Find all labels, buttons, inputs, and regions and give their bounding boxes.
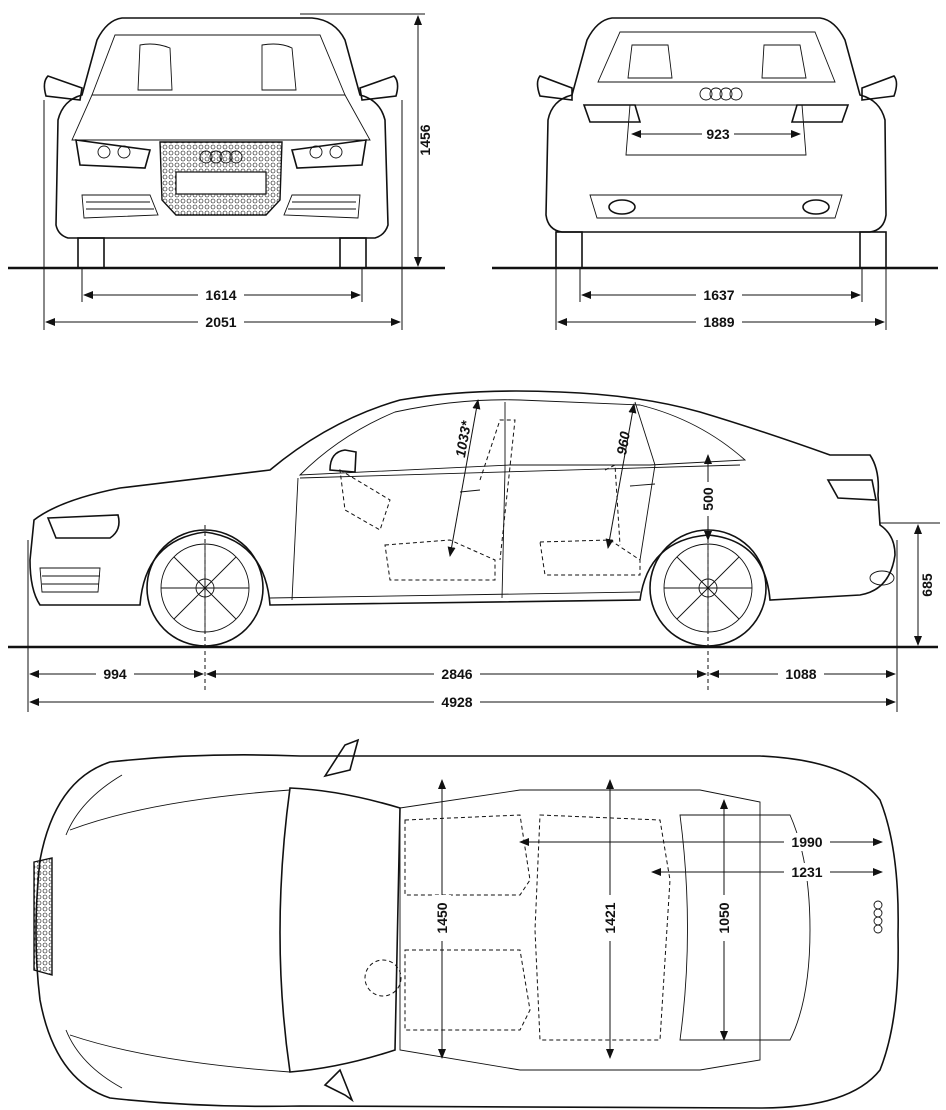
front-air-intakes <box>81 194 361 219</box>
rear-headrests <box>627 44 807 79</box>
front-windshield <box>91 34 346 96</box>
front-mirror-right <box>359 75 399 101</box>
front-headlight-right <box>290 139 367 169</box>
side-rear-headroom-label: 960 <box>613 430 633 456</box>
side-body-outline <box>29 390 896 606</box>
side-length-label: 4928 <box>441 694 472 710</box>
top-roof <box>399 789 761 1071</box>
front-view: 1456 1614 2051 <box>8 13 445 331</box>
side-rear-seat-height-label: 500 <box>700 487 716 511</box>
side-load-sill-height-label: 685 <box>919 573 935 597</box>
side-wheelbase-label: 2846 <box>441 666 472 682</box>
rear-wheel-left <box>555 231 583 269</box>
top-mirror-right <box>323 1068 354 1103</box>
side-front-seat <box>384 419 516 581</box>
top-windshield <box>279 787 401 1073</box>
front-license-plate <box>175 171 267 195</box>
top-front-seats <box>404 814 531 1031</box>
top-rear-length-label: 1231 <box>791 864 822 880</box>
side-view: 1033* 960 500 685 994 2846 1088 4928 <box>8 390 940 712</box>
top-body-outline <box>35 754 899 1109</box>
front-wheel-right <box>339 237 367 269</box>
top-front-length-label: 1990 <box>791 834 822 850</box>
rear-view: 923 1637 1889 <box>492 17 938 331</box>
side-front-overhang-label: 994 <box>103 666 127 682</box>
front-headlight-left <box>75 139 152 169</box>
top-view: 1450 1421 1050 1990 1231 <box>33 738 899 1109</box>
top-grille <box>33 857 53 976</box>
rear-logo-rings <box>699 87 743 101</box>
top-mirror-left <box>323 738 360 778</box>
rear-trunk-lid <box>625 104 807 156</box>
rear-mirror-left <box>536 75 573 101</box>
top-hood-lines <box>69 789 291 1073</box>
rear-width-label: 1889 <box>703 314 734 330</box>
front-track-label: 1614 <box>205 287 236 303</box>
top-rear-logo-rings <box>873 900 883 934</box>
front-seats <box>137 43 297 91</box>
top-rear-bench <box>534 814 671 1041</box>
rear-wheel-right <box>859 231 887 269</box>
side-front-intake <box>39 567 101 593</box>
rear-track-label: 1637 <box>703 287 734 303</box>
side-mirror <box>329 449 357 473</box>
front-body-outline <box>55 17 389 239</box>
side-steering-wheel <box>339 469 391 531</box>
rear-bootlid-width-label: 923 <box>706 126 730 142</box>
side-front-headroom-label: 1033* <box>452 419 474 458</box>
side-exhaust <box>869 570 895 586</box>
rear-tail-light-right <box>790 104 850 123</box>
front-mirror-left <box>43 75 83 101</box>
rear-tail-light-left <box>582 104 642 123</box>
front-hood <box>71 94 371 141</box>
top-headlight-outlines <box>65 774 123 1089</box>
rear-mirror-right <box>861 75 898 101</box>
front-height-label: 1456 <box>417 124 433 155</box>
side-rear-seat <box>539 464 641 576</box>
front-width-label: 2051 <box>205 314 236 330</box>
front-logo-rings <box>199 150 243 164</box>
rear-diffuser <box>589 194 843 219</box>
rear-exhaust-right <box>802 199 830 215</box>
rear-window <box>597 31 836 83</box>
front-wheel-left <box>77 237 105 269</box>
top-front-width-label: 1450 <box>434 902 450 933</box>
top-steering-wheel <box>364 959 402 997</box>
top-rear-width-label: 1421 <box>602 902 618 933</box>
side-door-handles <box>459 483 656 493</box>
side-tail-light <box>826 479 877 501</box>
side-headlight <box>46 514 120 539</box>
top-trunk-width-label: 1050 <box>716 902 732 933</box>
side-rear-overhang-label: 1088 <box>785 666 816 682</box>
side-door-lines <box>291 464 656 601</box>
rear-exhaust-left <box>608 199 636 215</box>
